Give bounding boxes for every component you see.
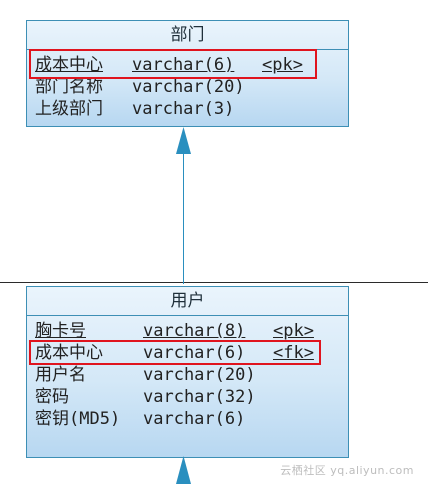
attr-name: 部门名称 bbox=[35, 77, 103, 97]
attr-name: 用户名 bbox=[35, 365, 86, 385]
attr-key: <fk> bbox=[273, 343, 314, 363]
entity-title: 部门 bbox=[27, 21, 348, 50]
attribute-row: 用户名 varchar(20) bbox=[35, 364, 256, 386]
attr-name: 上级部门 bbox=[35, 99, 103, 119]
attribute-row: 密码 varchar(32) bbox=[35, 386, 256, 408]
separator-line bbox=[0, 282, 428, 283]
entity-title: 用户 bbox=[27, 287, 348, 316]
attribute-row: 上级部门 varchar(3) bbox=[35, 98, 234, 120]
highlight-box-fk bbox=[29, 340, 321, 365]
attribute-row: 成本中心 varchar(6) <fk> bbox=[35, 342, 314, 364]
attr-type: varchar(8) bbox=[143, 321, 246, 341]
attr-type: varchar(32) bbox=[143, 387, 256, 407]
attr-type: varchar(3) bbox=[132, 99, 235, 119]
arrowhead-up-icon bbox=[176, 127, 191, 154]
highlight-box-pk bbox=[29, 49, 317, 79]
relationship-line[interactable] bbox=[183, 150, 184, 284]
attr-type: varchar(6) bbox=[132, 55, 235, 75]
attr-name: 密钥(MD5) bbox=[35, 409, 121, 429]
attr-type: varchar(6) bbox=[143, 409, 246, 429]
attr-name: 成本中心 bbox=[35, 55, 103, 75]
attribute-row: 部门名称 varchar(20) bbox=[35, 76, 245, 98]
attribute-row: 成本中心 varchar(6) <pk> bbox=[35, 54, 303, 76]
attr-name: 密码 bbox=[35, 387, 69, 407]
attr-key: <pk> bbox=[273, 321, 314, 341]
attr-type: varchar(20) bbox=[132, 77, 245, 97]
entity-user[interactable]: 用户 胸卡号 varchar(8) <pk> 成本中心 varchar(6) <… bbox=[26, 286, 349, 458]
watermark: 云栖社区 yq.aliyun.com bbox=[280, 464, 414, 477]
arrowhead-up-icon bbox=[176, 456, 191, 484]
entity-department[interactable]: 部门 成本中心 varchar(6) <pk> 部门名称 varchar(20)… bbox=[26, 20, 349, 127]
attr-name: 胸卡号 bbox=[35, 321, 86, 341]
attr-key: <pk> bbox=[262, 55, 303, 75]
attribute-row: 胸卡号 varchar(8) <pk> bbox=[35, 320, 314, 342]
attr-name: 成本中心 bbox=[35, 343, 103, 363]
attr-type: varchar(20) bbox=[143, 365, 256, 385]
attribute-row: 密钥(MD5) varchar(6) bbox=[35, 408, 245, 430]
attr-type: varchar(6) bbox=[143, 343, 246, 363]
